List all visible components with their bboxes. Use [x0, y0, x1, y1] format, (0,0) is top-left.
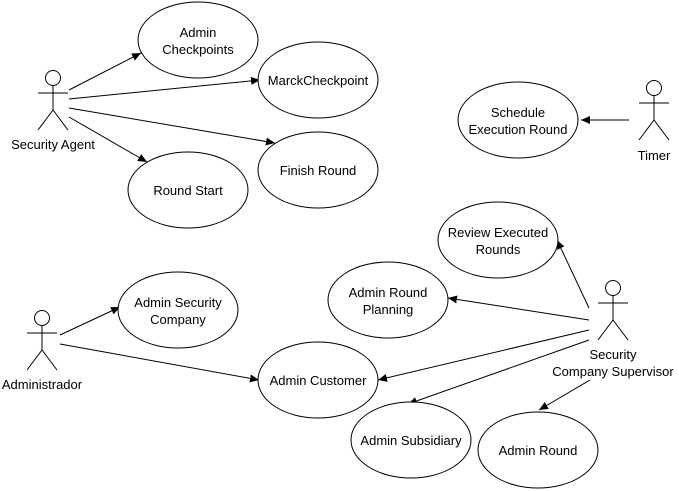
- use-case-admin-customer: Admin Customer: [257, 341, 379, 419]
- use-case-schedule-execution-round: Schedule Execution Round: [457, 81, 579, 159]
- use-case-label: Rounds: [476, 242, 521, 257]
- use-case-admin-security-company: Admin Security Company: [117, 271, 239, 349]
- assoc-admin-security-company: [59, 306, 121, 336]
- stick-figure-icon: [26, 310, 58, 371]
- use-case-label: Admin Round: [499, 443, 578, 458]
- assoc-agent-admin-checkpoints: [68, 52, 142, 91]
- stick-figure-icon: [37, 70, 69, 131]
- assoc-supervisor-subsidiary: [407, 339, 590, 405]
- use-case-marck-checkpoint: MarckCheckpoint: [257, 41, 379, 119]
- use-case-round-start: Round Start: [127, 151, 249, 229]
- use-case-label: Admin Customer: [270, 373, 367, 388]
- use-case-label: Execution Round: [468, 122, 567, 137]
- use-case-label: Admin: [180, 25, 217, 40]
- use-case-label: Company: [150, 312, 206, 327]
- assoc-agent-finish-round: [68, 107, 276, 146]
- stick-figure-icon: [638, 80, 670, 141]
- use-case-label: Round Start: [153, 183, 223, 198]
- assoc-agent-round-start: [68, 116, 148, 163]
- use-case-admin-round-planning: Admin Round Planning: [327, 261, 449, 339]
- use-case-admin-round: Admin Round: [477, 411, 599, 489]
- use-case-label: Finish Round: [280, 163, 357, 178]
- actor-label: Security: [590, 347, 637, 362]
- use-case-finish-round: Finish Round: [257, 131, 379, 209]
- stick-figure-icon: [597, 280, 629, 341]
- actor-label: Timer: [638, 148, 671, 163]
- assoc-supervisor-customer: [377, 329, 590, 382]
- use-case-label: Schedule: [491, 105, 545, 120]
- use-case-label: MarckCheckpoint: [268, 73, 369, 88]
- use-case-label: Admin Round: [349, 285, 428, 300]
- assoc-supervisor-admin-round: [538, 379, 591, 411]
- assoc-supervisor-planning: [447, 295, 590, 321]
- use-case-label: Checkpoints: [162, 42, 234, 57]
- assoc-admin-customer: [59, 343, 260, 383]
- use-case-review-executed-rounds: Review Executed Rounds: [437, 201, 559, 279]
- actor-label: Company Supervisor: [552, 364, 674, 379]
- use-case-label: Admin Security: [134, 295, 222, 310]
- actor-label: Administrador: [2, 377, 83, 392]
- associations: [59, 52, 629, 411]
- actor-administrador: Administrador: [2, 310, 83, 392]
- use-case-label: Admin Subsidiary: [360, 433, 462, 448]
- use-case-admin-checkpoints: Admin Checkpoints: [137, 1, 259, 79]
- actor-label: Security Agent: [11, 137, 95, 152]
- use-case-admin-subsidiary: Admin Subsidiary: [350, 401, 472, 479]
- actor-timer: Timer: [638, 80, 671, 163]
- assoc-agent-marck-checkpoint: [68, 76, 261, 100]
- use-case-label: Review Executed: [448, 225, 548, 240]
- actor-security-company-supervisor: Security Company Supervisor: [552, 280, 674, 379]
- use-case-label: Planning: [363, 302, 414, 317]
- assoc-supervisor-review: [556, 239, 590, 309]
- actor-security-agent: Security Agent: [11, 70, 95, 152]
